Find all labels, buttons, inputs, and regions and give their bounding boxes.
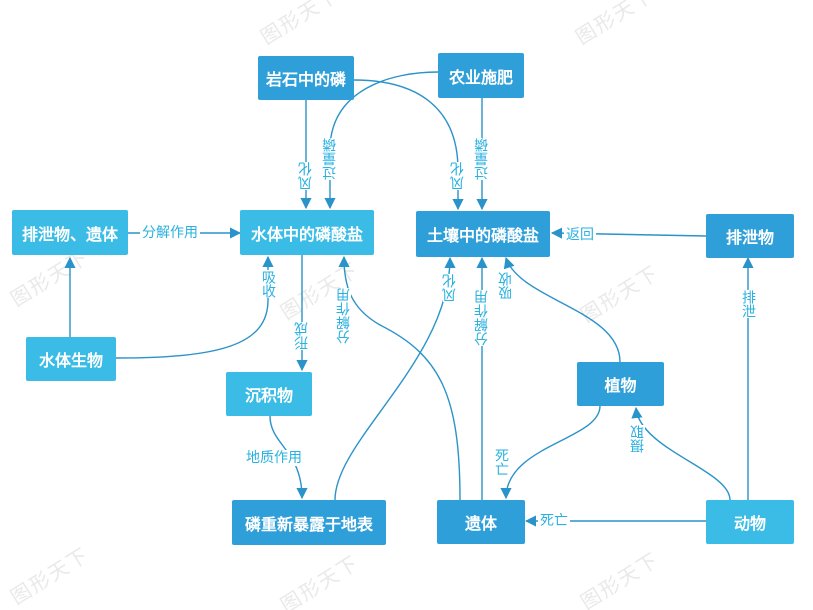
- label-weathering-exposed: 风化: [442, 274, 458, 302]
- edge-aquatic-to-water: [115, 255, 274, 359]
- label-rock-weathering-soil: 风化: [450, 162, 466, 190]
- label-form-sediment: 形成: [294, 322, 310, 350]
- edge-plants-to-soil: [503, 256, 621, 363]
- edge-remains-to-water: [338, 255, 461, 501]
- node-reexposed-phosphorus[interactable]: 磷重新暴露于地表: [232, 500, 386, 545]
- edge-rock-to-soil: [353, 79, 464, 211]
- edge-reexposed-to-soil: [334, 256, 456, 501]
- label-fertilizer-excess-soil: 过量磷: [474, 138, 490, 180]
- node-excreta[interactable]: 排泄物: [706, 214, 794, 258]
- node-soil-phosphate[interactable]: 土壤中的磷酸盐: [416, 211, 550, 257]
- node-aquatic-life[interactable]: 水体生物: [26, 337, 116, 381]
- label-decomposition-remains-water: 分解作用: [336, 288, 352, 344]
- label-fertilizer-excess-water: 过量磷: [322, 138, 338, 180]
- label-absorb-soil: 吸收: [498, 272, 514, 300]
- node-animals[interactable]: 动物: [706, 500, 794, 544]
- edge-plants-to-remains: [500, 405, 601, 500]
- label-rock-weathering-water: 风化: [298, 162, 314, 190]
- label-excrete: 排泄: [740, 290, 756, 318]
- label-geology: 地质作用: [244, 450, 304, 466]
- label-death-plants: 死亡: [493, 448, 509, 476]
- node-agricultural-fertilizer[interactable]: 农业施肥: [438, 53, 524, 98]
- node-plants[interactable]: 植物: [577, 362, 664, 406]
- label-absorb-water: 吸收: [260, 270, 276, 298]
- label-decomposition-to-water: 分解作用: [140, 225, 200, 241]
- edge-sediment-to-reexposed: [269, 415, 308, 500]
- node-excreta-and-remains[interactable]: 排泄物、遗体: [12, 210, 128, 255]
- edge-animals-to-plants: [631, 406, 731, 501]
- label-return: 返回: [564, 227, 596, 243]
- node-water-phosphate[interactable]: 水体中的磷酸盐: [240, 210, 374, 255]
- label-decomposition-soil: 分解作用: [474, 290, 490, 346]
- node-rock-phosphorus[interactable]: 岩石中的磷: [258, 56, 354, 100]
- label-death-animals: 死亡: [538, 513, 570, 529]
- label-uptake: 摄取: [630, 425, 646, 453]
- node-remains[interactable]: 遗体: [437, 500, 525, 544]
- node-sediment[interactable]: 沉积物: [226, 372, 312, 416]
